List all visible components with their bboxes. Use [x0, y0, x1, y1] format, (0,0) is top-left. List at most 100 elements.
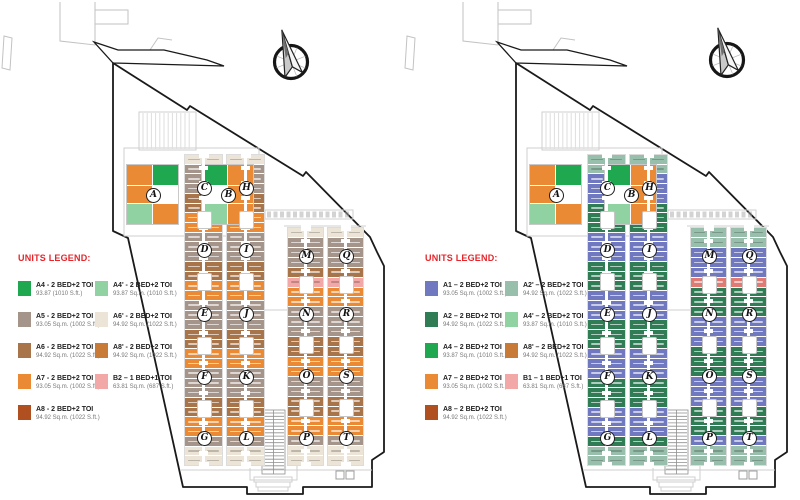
unit-cell[interactable]	[588, 378, 606, 388]
unit-cell[interactable]	[630, 436, 648, 446]
unit-cell[interactable]	[346, 406, 363, 416]
unit-cell[interactable]	[607, 329, 625, 339]
unit-cell[interactable]	[185, 242, 203, 252]
unit-cell[interactable]	[306, 287, 323, 297]
unit-cell[interactable]	[588, 213, 606, 223]
unit-cell[interactable]	[246, 397, 264, 407]
unit-cell[interactable]	[588, 436, 606, 446]
unit-cell[interactable]	[204, 456, 222, 465]
unit-cell[interactable]	[185, 193, 203, 203]
unit-cell[interactable]	[607, 349, 625, 359]
unit-cell[interactable]	[731, 366, 748, 376]
unit-cell[interactable]	[709, 237, 726, 247]
unit-cell[interactable]	[649, 281, 667, 291]
unit-cell[interactable]	[588, 232, 606, 242]
unit-cell[interactable]	[731, 317, 748, 327]
unit-cell[interactable]	[630, 223, 648, 232]
unit-cell[interactable]	[607, 427, 625, 436]
unit-cell[interactable]	[749, 257, 766, 267]
unit-cell[interactable]	[630, 291, 648, 300]
unit-cell[interactable]	[588, 427, 606, 436]
unit-cell[interactable]	[246, 252, 264, 261]
unit-cell[interactable]	[630, 271, 648, 281]
unit-cell[interactable]	[288, 416, 305, 426]
unit-cell[interactable]	[731, 287, 748, 297]
unit-cell[interactable]	[306, 446, 323, 456]
unit-cell[interactable]	[607, 378, 625, 388]
unit-cell[interactable]	[630, 388, 648, 397]
unit-cell[interactable]	[649, 213, 667, 223]
unit-cell[interactable]	[328, 327, 345, 337]
unit-cell[interactable]	[649, 329, 667, 339]
unit-cell[interactable]	[731, 267, 748, 277]
unit-cell[interactable]	[749, 307, 766, 317]
unit-cell[interactable]	[346, 307, 363, 317]
unit-cell[interactable]	[630, 456, 648, 465]
unit-cell[interactable]	[649, 291, 667, 300]
unit-cell[interactable]	[185, 281, 203, 291]
unit-cell[interactable]	[691, 297, 708, 307]
unit-cell[interactable]	[588, 456, 606, 465]
unit-cell[interactable]	[328, 297, 345, 307]
unit-cell[interactable]	[691, 366, 708, 376]
unit-cell[interactable]	[691, 426, 708, 436]
unit-cell[interactable]	[185, 174, 203, 184]
unit-cell[interactable]	[607, 417, 625, 427]
unit-cell[interactable]	[649, 456, 667, 465]
unit-cell[interactable]	[288, 267, 305, 277]
unit-cell[interactable]	[185, 329, 203, 339]
unit-cell[interactable]	[185, 203, 203, 213]
unit-cell[interactable]	[328, 317, 345, 327]
unit-cell[interactable]	[346, 416, 363, 426]
unit-cell[interactable]	[227, 300, 245, 310]
unit-cell[interactable]	[346, 277, 363, 287]
unit-cell[interactable]	[749, 277, 766, 287]
unit-cell[interactable]	[691, 406, 708, 416]
unit-cell[interactable]	[649, 252, 667, 261]
unit-cell[interactable]	[588, 164, 606, 174]
unit-cell[interactable]	[306, 386, 323, 396]
unit-cell[interactable]	[630, 378, 648, 388]
unit-cell[interactable]	[588, 281, 606, 291]
unit-cell[interactable]	[306, 406, 323, 416]
unit-cell[interactable]	[346, 228, 363, 237]
unit-cell[interactable]	[556, 165, 581, 185]
unit-cell[interactable]	[346, 446, 363, 456]
unit-cell[interactable]	[346, 327, 363, 337]
unit-cell[interactable]	[691, 247, 708, 257]
unit-cell[interactable]	[346, 257, 363, 267]
unit-cell[interactable]	[246, 300, 264, 310]
unit-cell[interactable]	[227, 446, 245, 456]
unit-cell[interactable]	[607, 232, 625, 242]
unit-cell[interactable]	[649, 232, 667, 242]
unit-cell[interactable]	[749, 337, 766, 347]
unit-cell[interactable]	[588, 349, 606, 359]
unit-cell[interactable]	[204, 397, 222, 407]
unit-cell[interactable]	[306, 456, 323, 466]
unit-cell[interactable]	[630, 359, 648, 368]
unit-cell[interactable]	[709, 228, 726, 237]
unit-cell[interactable]	[607, 320, 625, 329]
unit-cell[interactable]	[346, 436, 363, 446]
unit-cell[interactable]	[346, 366, 363, 376]
unit-cell[interactable]	[227, 456, 245, 465]
unit-cell[interactable]	[185, 300, 203, 310]
unit-cell[interactable]	[649, 359, 667, 368]
unit-cell[interactable]	[346, 386, 363, 396]
unit-cell[interactable]	[630, 397, 648, 407]
unit-cell[interactable]	[630, 310, 648, 320]
unit-cell[interactable]	[709, 347, 726, 356]
unit-cell[interactable]	[731, 396, 748, 406]
unit-cell[interactable]	[588, 446, 606, 456]
unit-cell[interactable]	[227, 388, 245, 397]
unit-cell[interactable]	[204, 155, 222, 164]
unit-cell[interactable]	[530, 204, 555, 224]
unit-cell[interactable]	[127, 204, 152, 224]
unit-cell[interactable]	[246, 456, 264, 465]
unit-cell[interactable]	[227, 417, 245, 427]
unit-cell[interactable]	[328, 436, 345, 446]
unit-cell[interactable]	[185, 155, 203, 164]
unit-cell[interactable]	[709, 416, 726, 426]
unit-cell[interactable]	[185, 359, 203, 368]
unit-cell[interactable]	[346, 297, 363, 307]
